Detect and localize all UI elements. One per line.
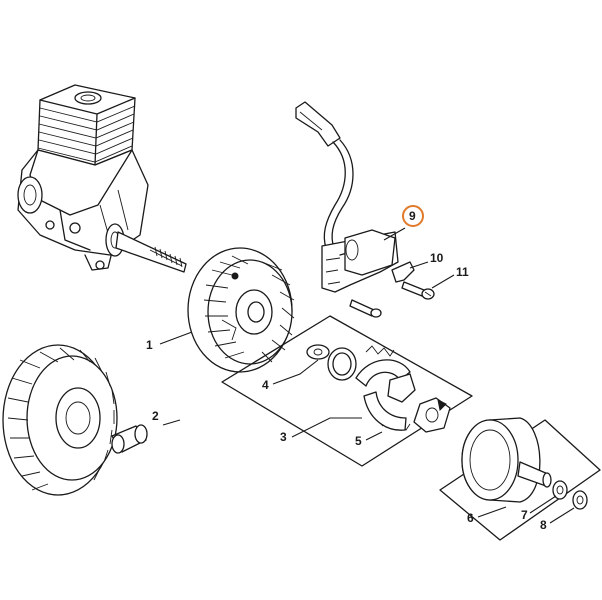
clutch-assembly-drawing xyxy=(221,315,473,467)
callout-labels: 1 2 3 4 5 6 7 8 9 10 11 xyxy=(146,205,547,532)
callout-10: 10 xyxy=(430,251,444,265)
callout-1: 1 xyxy=(146,338,153,352)
callout-3: 3 xyxy=(280,430,287,444)
fan-wheel-drawing xyxy=(2,344,148,496)
callout-9-highlight: 9 xyxy=(402,205,424,227)
clutch-drum-drawing xyxy=(439,417,601,541)
leader-lines xyxy=(159,227,575,524)
callout-11: 11 xyxy=(456,265,469,279)
flywheel-drawing xyxy=(187,247,295,373)
callout-7: 7 xyxy=(521,508,528,522)
callout-6: 6 xyxy=(467,511,474,525)
callout-8: 8 xyxy=(540,518,547,532)
callout-9: 9 xyxy=(409,209,416,223)
callout-4: 4 xyxy=(262,378,269,392)
callout-2: 2 xyxy=(152,409,159,423)
ignition-module-drawing xyxy=(295,101,435,318)
engine-cylinder-drawing xyxy=(17,84,187,273)
callout-5: 5 xyxy=(355,434,362,448)
